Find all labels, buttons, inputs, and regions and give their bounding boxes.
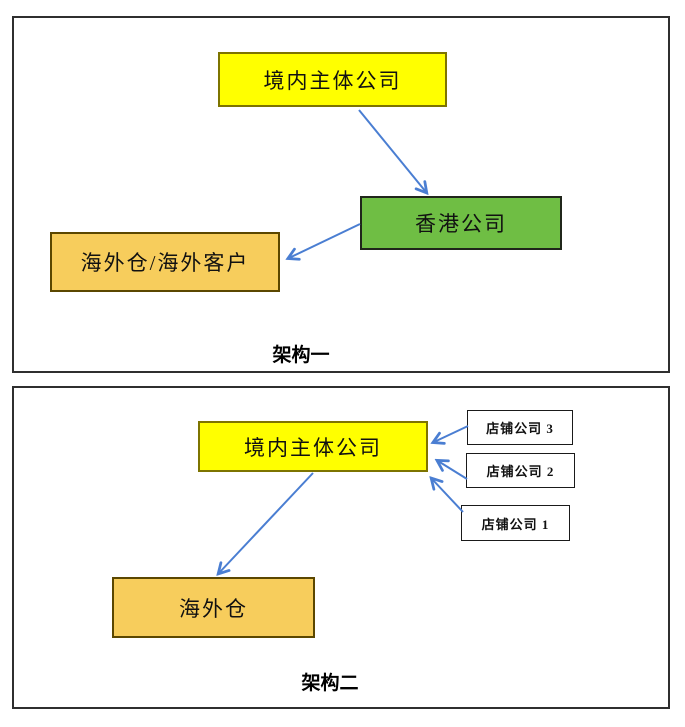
node-shop-company-1: 店铺公司 1 bbox=[461, 505, 570, 541]
node-hongkong-company: 香港公司 bbox=[360, 196, 562, 250]
node-shop-company-3: 店铺公司 3 bbox=[467, 410, 573, 445]
caption-arch2: 架构二 bbox=[301, 673, 359, 694]
node-overseas-warehouse-customers: 海外仓/海外客户 bbox=[50, 232, 280, 292]
caption-arch1: 架构一 bbox=[272, 345, 330, 366]
node-shop-company-2: 店铺公司 2 bbox=[466, 453, 575, 488]
node-domestic-company-1: 境内主体公司 bbox=[218, 52, 447, 107]
node-overseas-warehouse: 海外仓 bbox=[112, 577, 315, 638]
node-domestic-company-2: 境内主体公司 bbox=[198, 421, 428, 472]
